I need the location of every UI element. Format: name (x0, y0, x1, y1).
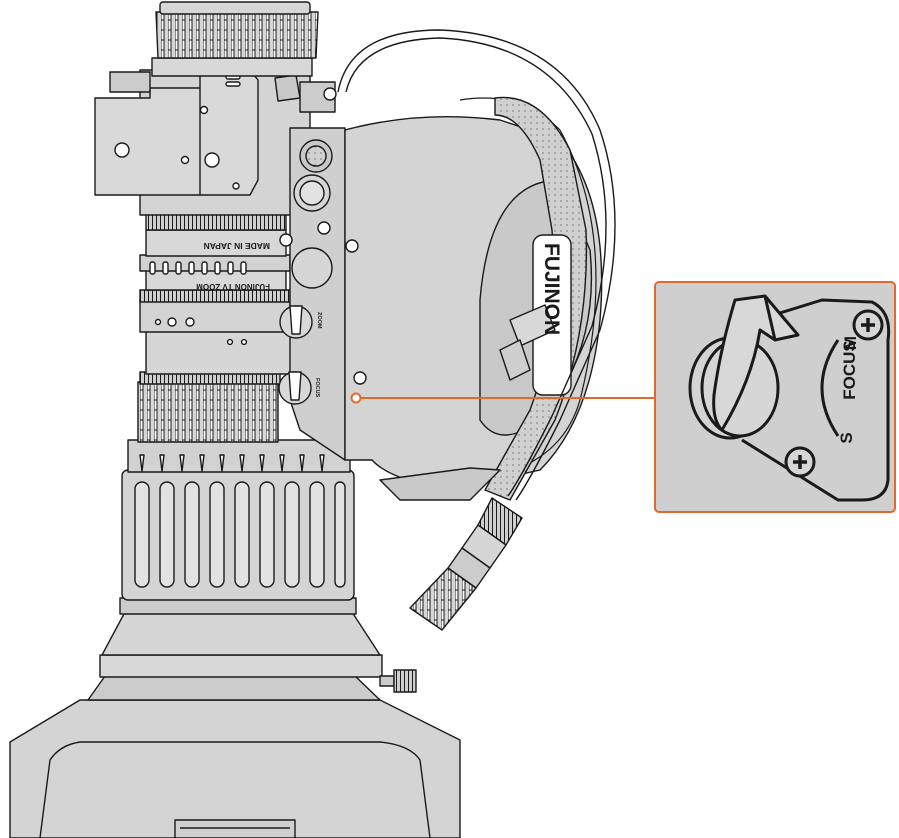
focus-switch-callout: FOCUS M S (655, 282, 895, 512)
focus-ring (138, 382, 278, 442)
callout-mode-s: S (837, 432, 856, 443)
focus-switch-label: FOCUS (314, 378, 320, 398)
lens-hood (10, 700, 460, 838)
callout-mode-m: M (841, 336, 860, 350)
cable-connector (410, 498, 522, 630)
made-in-label: MADE IN JAPAN (204, 241, 270, 251)
grip-brand-label: FUJINON (540, 243, 563, 335)
callout-anchor (352, 394, 361, 403)
zoom-switch-label: ZOOM (316, 312, 322, 329)
model-label: FUJINON TV ZOOM (196, 282, 270, 291)
